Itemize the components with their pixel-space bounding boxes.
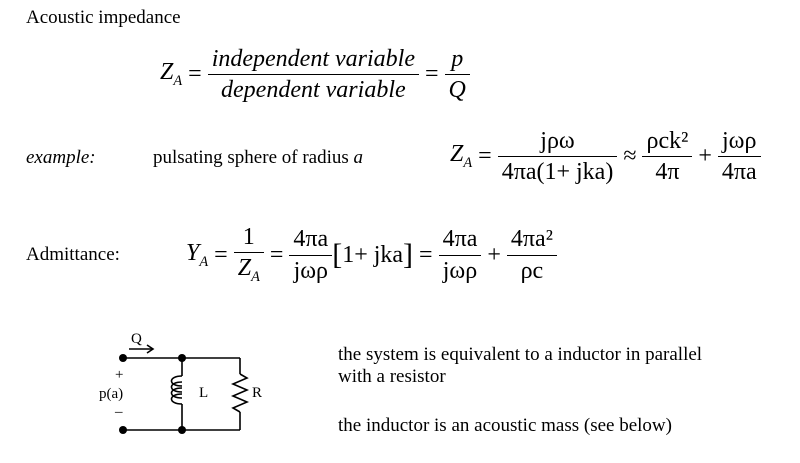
inductor-coil-icon bbox=[170, 375, 183, 405]
inductor-label: L bbox=[199, 385, 208, 401]
admittance-symbol: YA bbox=[186, 239, 209, 270]
admittance-equation: YA = 1 ZA = 4πa jωρ [1+ jka] = 4πa jωρ +… bbox=[186, 224, 557, 286]
equivalence-note-line2: with a resistor bbox=[338, 366, 446, 387]
resistive-term-fraction: ρck² 4π bbox=[642, 128, 693, 186]
terminal-node-top bbox=[119, 354, 127, 362]
junction-node-top bbox=[178, 354, 186, 362]
example-label: example: bbox=[26, 147, 96, 168]
sphere-impedance-equation: ZA = jρω 4πa(1+ jka) ≈ ρck² 4π + jωρ 4πa bbox=[450, 128, 761, 186]
admittance-factor-fraction: 4πa jωρ bbox=[289, 226, 333, 284]
impedance-symbol: ZA bbox=[450, 141, 473, 172]
impedance-symbol: ZA bbox=[160, 59, 183, 90]
impedance-definition-equation: ZA = independent variable dependent vari… bbox=[160, 46, 470, 104]
example-description: pulsating sphere of radius a bbox=[153, 147, 364, 168]
flow-label: Q bbox=[131, 331, 142, 347]
conductance-term-fraction: 4πa² ρc bbox=[506, 226, 557, 284]
minus-sign: – bbox=[114, 404, 123, 420]
plus-sign: + bbox=[115, 367, 123, 383]
mass-term-fraction: 4πa jωρ bbox=[438, 226, 482, 284]
pressure-flow-fraction: p Q bbox=[444, 46, 470, 104]
variable-ratio-fraction: independent variable dependent variable bbox=[207, 46, 419, 104]
admittance-label: Admittance: bbox=[26, 244, 120, 265]
resistor-label: R bbox=[252, 385, 262, 401]
sphere-impedance-fraction: jρω 4πa(1+ jka) bbox=[497, 128, 618, 186]
inverse-impedance-fraction: 1 ZA bbox=[233, 224, 264, 286]
reactive-term-fraction: jωρ 4πa bbox=[717, 128, 761, 186]
source-label: p(a) bbox=[99, 386, 123, 402]
admittance-bracket-term: 1+ jka bbox=[342, 241, 404, 268]
page-title: Acoustic impedance bbox=[26, 7, 181, 28]
resistor-zigzag-icon bbox=[230, 373, 250, 413]
junction-node-bottom bbox=[178, 426, 186, 434]
terminal-node-bottom bbox=[119, 426, 127, 434]
acoustic-mass-note: the inductor is an acoustic mass (see be… bbox=[338, 415, 672, 436]
parallel-lr-circuit-diagram: Q + p(a) – L R bbox=[99, 331, 262, 434]
equivalence-note-line1: the system is equivalent to a inductor i… bbox=[338, 344, 703, 365]
